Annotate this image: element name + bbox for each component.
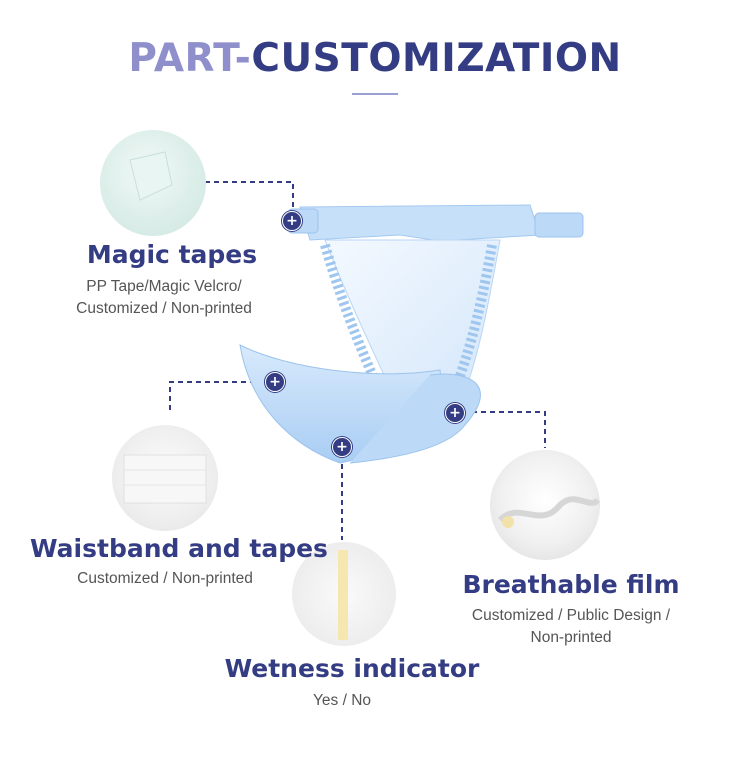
magic-tapes-desc-line-2: Customized / Non-printed [76,300,252,317]
magic-tapes-heading: Magic tapes [86,240,258,269]
magic-tapes-photo [100,130,206,236]
plus-marker-waistband[interactable]: + [265,372,285,392]
breathable-film-photo [490,450,600,560]
waistband-description: Customized / Non-printed [40,568,290,590]
wetness-indicator-photo [292,542,396,646]
title-underline [352,93,398,95]
wetness-description: Yes / No [242,690,442,712]
connector-breathable [463,411,546,448]
waistband-desc-line-1: Customized / Non-printed [77,570,253,587]
breathable-desc-line-2: Non-printed [530,629,612,646]
plus-marker-breathable[interactable]: + [445,403,465,423]
connector-magic-tapes [205,181,294,212]
magic-tapes-description: PP Tape/Magic Velcro/ Customized / Non-p… [40,276,288,320]
wetness-desc-line-1: Yes / No [312,692,372,709]
title-part-1: PART- [128,36,252,81]
plus-marker-wetness[interactable]: + [332,437,352,457]
wetness-heading: Wetness indicator [224,654,480,683]
waistband-photo [112,425,218,531]
magic-tapes-desc-line-1: PP Tape/Magic Velcro/ [86,278,242,295]
breathable-desc-line-1: Customized / Public Design / [471,607,671,624]
breathable-heading: Breathable film [462,570,680,599]
diaper-illustration [239,204,584,464]
waistband-heading: Waistband and tapes [30,534,328,563]
breathable-description: Customized / Public Design / Non-printed [440,605,702,649]
connector-waistband [169,381,265,410]
page-title: PART-CUSTOMIZATION [0,36,750,81]
title-part-2: CUSTOMIZATION [251,36,622,81]
plus-marker-magic-tapes[interactable]: + [282,211,302,231]
